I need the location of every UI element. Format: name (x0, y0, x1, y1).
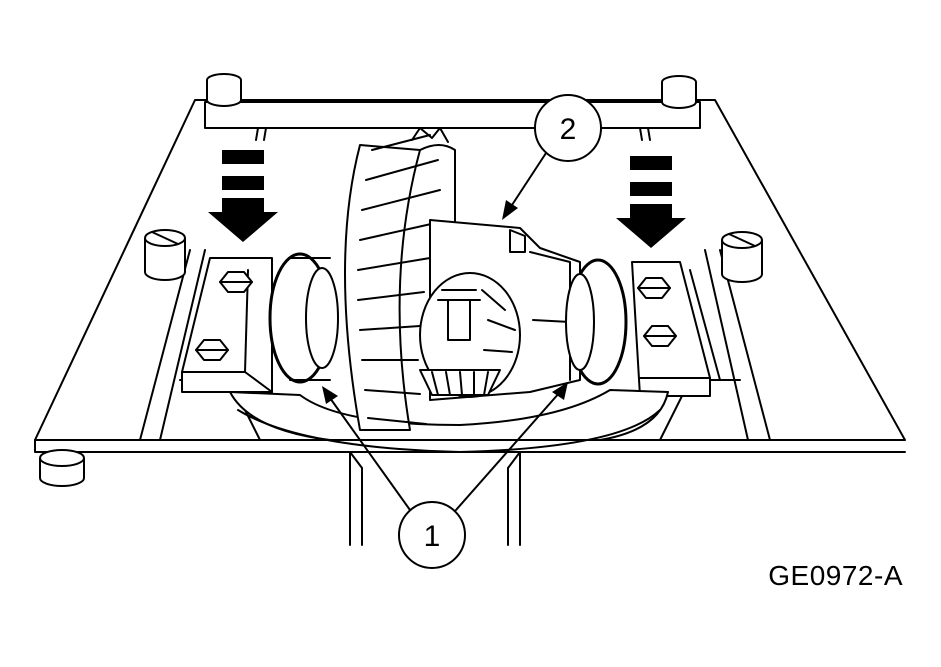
bolt-right-lower (643, 325, 677, 347)
fixture-top-bar (204, 101, 701, 141)
pinion-gear-bottom (419, 369, 501, 396)
bolt-right-upper (637, 277, 671, 299)
pin-top-right (661, 75, 697, 109)
arrow-right-down (616, 156, 686, 248)
pin-bottom-left (39, 449, 85, 487)
pin-mid-left (144, 229, 186, 281)
arrow-left-down (208, 150, 278, 242)
differential-carrier (419, 219, 581, 401)
locating-pins (39, 73, 763, 487)
callout-1-label: 1 (424, 520, 441, 553)
bolt-left-lower (195, 339, 229, 361)
callout-2: 2 (502, 94, 602, 220)
figure-code: GE0972-A (768, 560, 903, 591)
left-bearing-cup (268, 252, 339, 384)
pinion-gear-top (437, 289, 481, 341)
bolt-left-upper (219, 271, 253, 293)
ring-gear (344, 127, 456, 431)
pin-top-left (206, 73, 242, 107)
callout-1: 1 (322, 382, 568, 569)
left-bearing-cap (181, 257, 273, 393)
right-bearing-cup (565, 258, 628, 386)
pin-mid-right (721, 231, 763, 283)
callout-2-label: 2 (560, 113, 577, 146)
right-bearing-cap (631, 261, 711, 397)
